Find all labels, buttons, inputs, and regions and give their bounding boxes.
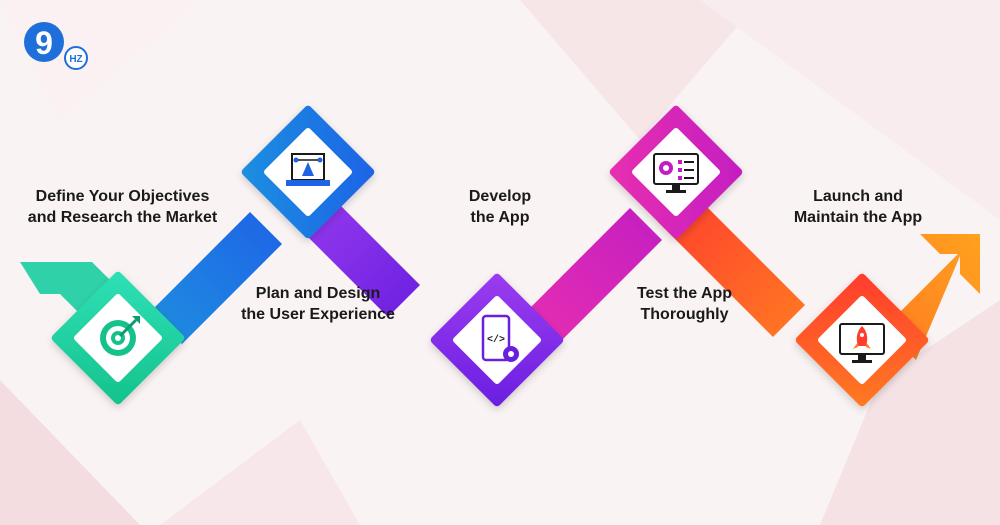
monitor-test-icon [653, 153, 699, 193]
step-1-line-1: Define Your Objectives [35, 188, 210, 205]
step-2-line-1: Plan and Design [255, 285, 381, 302]
laptop-design-icon [286, 153, 330, 186]
connector-1-2 [150, 212, 282, 344]
step-diamond-4 [609, 105, 743, 239]
company-logo: 9 HZ [20, 20, 92, 72]
mobile-code-icon: </> [481, 314, 519, 362]
logo-glyph: 9 [35, 25, 53, 61]
step-label-3: Develop the App [445, 186, 555, 228]
step-4-line-1: Test the App [636, 285, 733, 302]
step-diamond-3 [430, 273, 564, 407]
rocket-launch-icon [839, 323, 885, 363]
step-label-4: Test the App Thoroughly [612, 283, 757, 325]
step-4-line-2: Thoroughly [640, 306, 729, 323]
connector-3-4 [520, 208, 662, 350]
target-icon [100, 316, 140, 356]
svg-text:</>: </> [487, 334, 505, 346]
step-label-2: Plan and Design the User Experience [228, 283, 408, 325]
step-5-line-2: Maintain the App [793, 209, 923, 226]
connector-4-5 [658, 190, 805, 337]
step-2-line-2: the User Experience [241, 306, 395, 323]
step-3-line-1: Develop [468, 188, 532, 205]
step-label-1: Define Your Objectives and Research the … [20, 186, 225, 228]
step-label-5: Launch and Maintain the App [778, 186, 938, 228]
step-5-line-1: Launch and [813, 188, 903, 205]
step-3-line-2: the App [470, 209, 530, 226]
logo-badge: HZ [69, 54, 82, 65]
step-1-line-2: and Research the Market [27, 209, 218, 226]
